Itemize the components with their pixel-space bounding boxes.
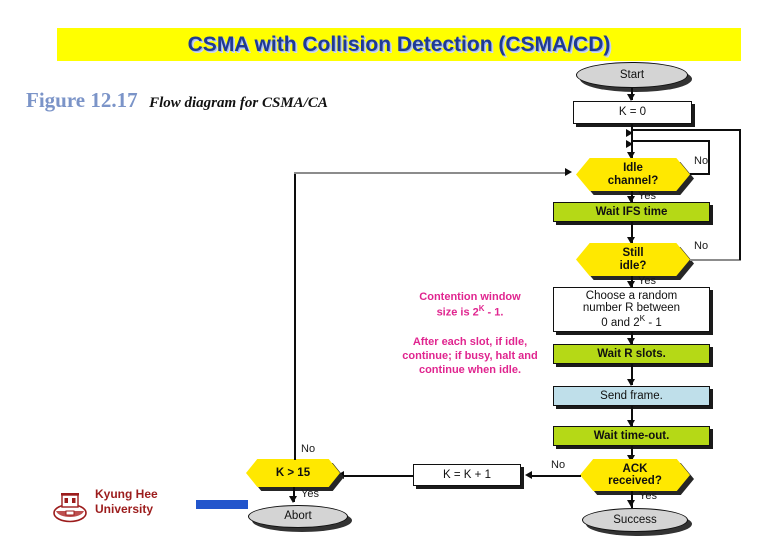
annotation-contention-line-1: Contention window xyxy=(419,291,521,303)
branch-label-ack-yes: Yes xyxy=(639,490,657,502)
random-range-post: - 1 xyxy=(645,316,662,329)
branch-label-k15-yes: Yes xyxy=(301,488,319,500)
node-success: Success xyxy=(582,508,688,532)
branch-label-still-no: No xyxy=(694,240,709,252)
node-choose-random-label-3: 0 and 2K - 1 xyxy=(583,313,680,329)
edge-send-to-timeout xyxy=(631,406,633,426)
node-success-label: Success xyxy=(613,513,657,526)
node-wait-r-slots: Wait R slots. xyxy=(553,344,710,364)
node-k-increment: K = K + 1 xyxy=(413,464,521,486)
node-abort-label: Abort xyxy=(284,510,312,523)
arrow-k0-to-idle xyxy=(627,152,635,159)
arrow-feedback-join-outer xyxy=(626,129,633,137)
arrow-ack-to-success xyxy=(627,500,635,507)
edge-kinc-to-k15 xyxy=(341,475,413,477)
node-choose-random-label-1: Choose a random xyxy=(585,290,678,303)
figure-caption: Figure 12.17 Flow diagram for CSMA/CA xyxy=(26,88,328,113)
node-wait-ifs-label: Wait IFS time xyxy=(595,205,668,218)
node-k-threshold-label: K > 15 xyxy=(275,466,311,479)
university-crest-icon xyxy=(53,493,87,523)
node-idle-channel-label-1: Idle xyxy=(623,162,643,175)
footer-accent-bar xyxy=(196,500,248,509)
annotation-contention-window: Contention window size is 2K - 1. xyxy=(400,290,540,320)
annotation-contention-exponent: K xyxy=(478,304,485,314)
arrow-ack-no-to-kinc xyxy=(525,471,532,479)
figure-title: Flow diagram for CSMA/CA xyxy=(149,95,328,111)
slide-title-banner: CSMA with Collision Detection (CSMA/CD) xyxy=(57,28,741,61)
branch-label-ack-no: No xyxy=(551,459,566,471)
node-wait-ifs: Wait IFS time xyxy=(553,202,710,222)
annotation-contention-line-2: size is 2K - 1. xyxy=(400,304,540,320)
arrow-k15-no-into-idle xyxy=(565,168,572,176)
arrow-slots-to-send xyxy=(627,379,635,386)
arrow-send-to-timeout xyxy=(627,420,635,427)
node-k-zero: K = 0 xyxy=(573,101,692,124)
node-idle-channel-label-2: channel? xyxy=(607,174,659,187)
arrow-start-to-k0 xyxy=(627,94,635,101)
annotation-slot-line-1: After each slot, if idle, xyxy=(412,336,528,348)
page-title: CSMA with Collision Detection (CSMA/CD) xyxy=(187,32,611,56)
edge-slots-to-send xyxy=(631,364,633,385)
arrow-idle-to-ifs xyxy=(627,196,635,203)
random-range-exponent: K xyxy=(639,313,646,323)
edge-ack-to-success xyxy=(631,491,633,508)
node-k-increment-label: K = K + 1 xyxy=(443,468,491,481)
annotation-contention-pre: size is 2 xyxy=(436,306,479,319)
arrow-random-to-slots xyxy=(627,338,635,345)
arrow-still-to-random xyxy=(627,281,635,288)
node-ack-received: ACK received? xyxy=(580,459,690,491)
edge-ifs-to-still xyxy=(631,222,633,243)
footer-university-line-2: University xyxy=(95,502,154,516)
branch-label-idle-yes: Yes xyxy=(638,190,656,202)
arrow-ifs-to-still xyxy=(627,237,635,244)
arrow-feedback-join-inner xyxy=(626,140,633,148)
node-start: Start xyxy=(576,62,688,88)
node-send-frame-label: Send frame. xyxy=(600,389,663,402)
branch-label-k15-no: No xyxy=(301,443,316,455)
edge-k15-no-up xyxy=(294,172,296,460)
node-ack-received-label-2: received? xyxy=(608,475,662,487)
edge-idle-no-up xyxy=(708,140,710,174)
node-send-frame: Send frame. xyxy=(553,386,710,406)
edge-k15-no-to-idle xyxy=(294,172,566,174)
node-choose-random-label-2: number R between xyxy=(582,302,681,315)
annotation-contention-post: - 1. xyxy=(484,306,504,319)
edge-timeout-to-ack xyxy=(631,446,633,463)
branch-label-still-yes: Yes xyxy=(638,275,656,287)
node-still-idle-label-1: Still xyxy=(622,247,644,260)
branch-label-idle-no: No xyxy=(694,155,709,167)
edge-still-no-up xyxy=(739,129,741,260)
footer-university-line-1: Kyung Hee xyxy=(95,487,158,501)
node-k-zero-label: K = 0 xyxy=(618,106,647,119)
edge-k15-to-abort xyxy=(293,487,295,502)
arrow-timeout-to-ack xyxy=(627,455,635,462)
node-wait-timeout-label: Wait time-out. xyxy=(593,429,670,442)
edge-idle-no-back xyxy=(632,140,709,142)
annotation-slot-line-3: continue when idle. xyxy=(418,364,522,377)
node-wait-timeout: Wait time-out. xyxy=(553,426,710,446)
edge-ack-no-left xyxy=(529,475,581,477)
edge-still-no-back xyxy=(632,129,740,131)
edge-idle-no-right xyxy=(690,173,710,175)
node-start-label: Start xyxy=(619,68,645,81)
node-idle-channel: Idle channel? xyxy=(576,158,690,191)
arrow-k15-to-abort xyxy=(289,496,297,503)
footer-university-name: Kyung Hee University xyxy=(95,487,158,517)
node-k-threshold: K > 15 xyxy=(246,459,340,487)
node-ack-received-label-1: ACK xyxy=(622,462,648,475)
node-still-idle: Still idle? xyxy=(576,243,690,276)
figure-number: Figure 12.17 xyxy=(26,88,138,112)
random-range-pre: 0 and 2 xyxy=(601,316,640,329)
annotation-slot-line-2: continue; if busy, halt and xyxy=(402,350,538,363)
node-still-idle-label-2: idle? xyxy=(619,259,647,272)
node-choose-random: Choose a random number R between 0 and 2… xyxy=(553,287,710,332)
node-wait-r-slots-label: Wait R slots. xyxy=(597,347,666,360)
annotation-slot-behaviour: After each slot, if idle, continue; if b… xyxy=(384,335,556,377)
edge-still-no-right xyxy=(690,259,741,261)
node-abort: Abort xyxy=(248,505,348,528)
